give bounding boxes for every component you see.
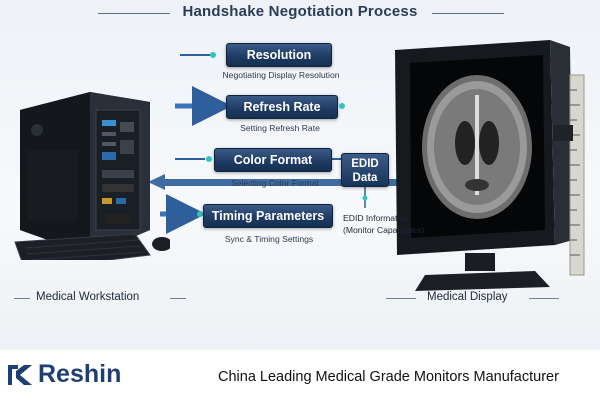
resolution-step-caption: Negotiating Display Resolution bbox=[222, 70, 340, 80]
step-arrow-refresh bbox=[175, 86, 345, 126]
color-format-step-label: Color Format bbox=[233, 153, 313, 167]
timing-parameters-step-label: Timing Parameters bbox=[211, 209, 325, 223]
workstation-label: Medical Workstation bbox=[36, 291, 140, 303]
display-rule-right bbox=[529, 298, 559, 299]
title-rule-right bbox=[432, 13, 504, 14]
refresh-rate-step-caption: Setting Refresh Rate bbox=[240, 123, 320, 133]
reshin-logo-icon bbox=[8, 365, 32, 385]
edid-title: EDID bbox=[351, 158, 379, 170]
brand-name: Reshin bbox=[38, 360, 122, 388]
color-format-step-caption: Selecting Color Format bbox=[231, 178, 319, 188]
connection-arrows bbox=[148, 52, 418, 234]
refresh-rate-step-button: Refresh Rate bbox=[226, 95, 338, 119]
timing-parameters-step-button: Timing Parameters bbox=[203, 204, 333, 228]
resolution-step-label: Resolution bbox=[246, 48, 312, 62]
footer-bar bbox=[0, 350, 600, 400]
workstation-rule-left bbox=[14, 298, 30, 299]
edid-info-line2: (Monitor Capabilities) bbox=[343, 225, 425, 235]
display-rule-left bbox=[386, 298, 416, 299]
color-format-step-button: Color Format bbox=[214, 148, 332, 172]
timing-parameters-step-caption: Sync & Timing Settings bbox=[224, 234, 314, 244]
edid-info-text: EDID Information (Monitor Capabilities) bbox=[343, 212, 424, 236]
edid-data-box: EDID Data bbox=[341, 153, 389, 187]
workstation-pc-image bbox=[14, 92, 170, 260]
refresh-rate-step-label: Refresh Rate bbox=[243, 100, 321, 114]
step-arrow-resolution bbox=[180, 52, 216, 58]
title-rule-left bbox=[98, 13, 170, 14]
medical-display-image bbox=[395, 40, 585, 291]
diagram-title: Handshake Negotiation Process bbox=[182, 3, 418, 20]
bidirectional-arrow bbox=[148, 173, 418, 191]
edid-info-line1: EDID Information bbox=[343, 213, 409, 223]
display-label: Medical Display bbox=[427, 291, 508, 303]
step-arrow-color bbox=[175, 156, 342, 162]
workstation-rule-right bbox=[170, 298, 186, 299]
diagram-stage: Handshake Negotiation Process bbox=[0, 0, 600, 350]
edid-subtitle: Data bbox=[352, 172, 378, 184]
resolution-step-button: Resolution bbox=[226, 43, 332, 67]
footer-tagline: China Leading Medical Grade Monitors Man… bbox=[218, 369, 559, 385]
step-arrow-timing bbox=[160, 194, 206, 234]
